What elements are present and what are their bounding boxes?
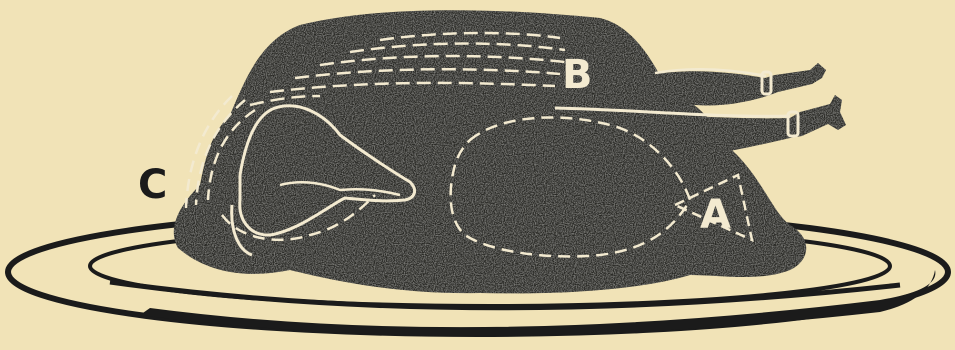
label-b: B <box>562 52 593 98</box>
label-c: C <box>138 162 167 208</box>
label-a: A <box>700 192 731 238</box>
